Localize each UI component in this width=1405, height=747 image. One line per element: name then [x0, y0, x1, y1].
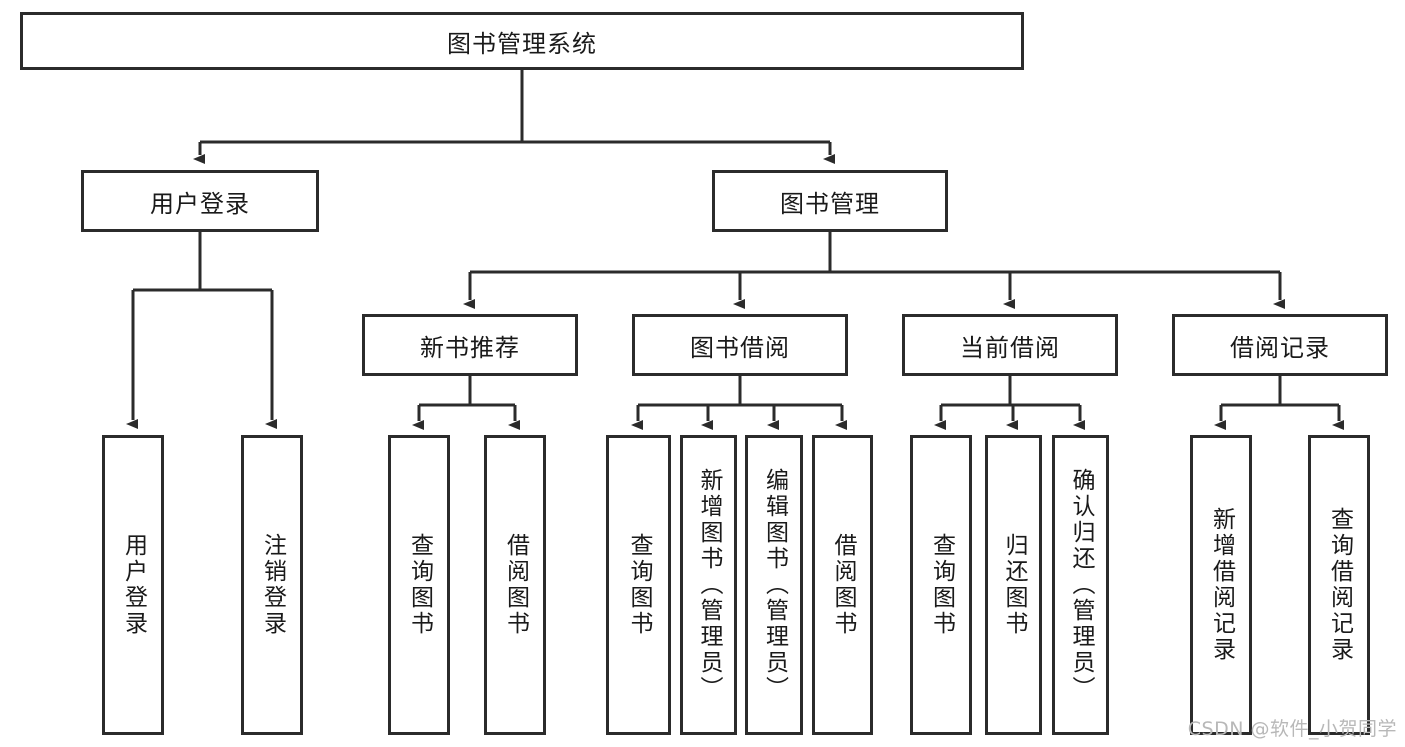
node-label: 编辑图书（管理员） — [761, 468, 788, 702]
leaf-logout[interactable]: 注销登录 — [241, 435, 303, 735]
leaf-borrow-book-recommend[interactable]: 借阅图书 — [484, 435, 546, 735]
node-label: 新增图书（管理员） — [696, 468, 722, 702]
node-label: 用户登录 — [150, 189, 250, 218]
node-label: 新增借阅记录 — [1208, 507, 1235, 663]
leaf-edit-book-admin[interactable]: 编辑图书（管理员） — [745, 435, 803, 735]
node-label: 查询图书 — [406, 533, 433, 637]
node-current-borrow[interactable]: 当前借阅 — [902, 314, 1118, 376]
leaf-borrow-book[interactable]: 借阅图书 — [812, 435, 873, 735]
node-root[interactable]: 图书管理系统 — [20, 12, 1024, 70]
node-label: 图书借阅 — [690, 333, 790, 362]
node-label: 查询图书 — [626, 533, 652, 637]
node-book-borrow[interactable]: 图书借阅 — [632, 314, 848, 376]
node-label: 图书管理 — [780, 189, 880, 218]
leaf-user-login[interactable]: 用户登录 — [102, 435, 164, 735]
leaf-add-book-admin[interactable]: 新增图书（管理员） — [680, 435, 737, 735]
node-label: 借阅图书 — [830, 533, 856, 637]
node-label: 查询图书 — [928, 533, 955, 637]
node-label: 图书管理系统 — [447, 29, 597, 58]
leaf-return-book[interactable]: 归还图书 — [985, 435, 1042, 735]
node-book-management[interactable]: 图书管理 — [712, 170, 948, 232]
leaf-confirm-return-admin[interactable]: 确认归还（管理员） — [1052, 435, 1109, 735]
leaf-query-book-current[interactable]: 查询图书 — [910, 435, 972, 735]
leaf-query-borrow-record[interactable]: 查询借阅记录 — [1308, 435, 1370, 735]
node-label: 新书推荐 — [420, 333, 520, 362]
node-label: 确认归还（管理员） — [1068, 468, 1094, 702]
leaf-add-borrow-record[interactable]: 新增借阅记录 — [1190, 435, 1252, 735]
leaf-query-book-recommend[interactable]: 查询图书 — [388, 435, 450, 735]
leaf-query-book-borrow[interactable]: 查询图书 — [606, 435, 671, 735]
node-label: 用户登录 — [120, 533, 147, 637]
node-label: 查询借阅记录 — [1326, 507, 1353, 663]
node-new-book-recommend[interactable]: 新书推荐 — [362, 314, 578, 376]
node-label: 当前借阅 — [960, 333, 1060, 362]
node-label: 归还图书 — [1001, 533, 1027, 637]
node-user-login[interactable]: 用户登录 — [81, 170, 319, 232]
node-label: 借阅图书 — [502, 533, 529, 637]
node-label: 注销登录 — [259, 533, 286, 637]
csdn-watermark: CSDN @软件_小贺同学 — [1187, 718, 1397, 740]
node-borrow-record[interactable]: 借阅记录 — [1172, 314, 1388, 376]
node-label: 借阅记录 — [1230, 333, 1330, 362]
